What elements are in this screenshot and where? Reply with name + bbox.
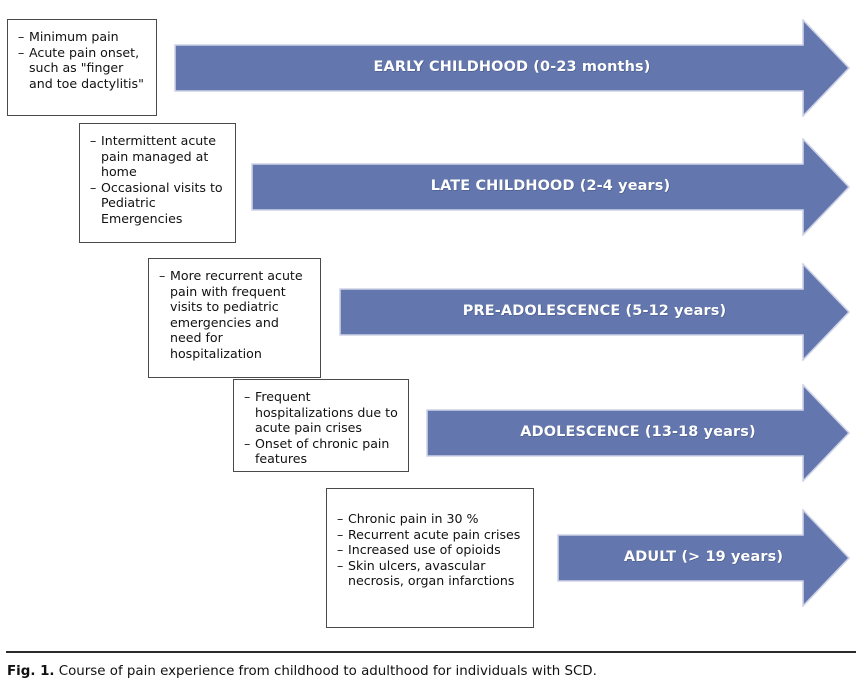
list-item: Occasional visits to Pediatric Emergenci…: [90, 180, 226, 227]
textbox-pre-adolescence: More recurrent acute pain with frequent …: [148, 258, 321, 378]
list-item: Intermittent acute pain managed at home: [90, 133, 226, 180]
list-item: Increased use of opioids: [337, 542, 524, 558]
textbox-adult: Chronic pain in 30 % Recurrent acute pai…: [326, 488, 534, 628]
list-item: Acute pain onset, such as "finger and to…: [18, 45, 147, 92]
arrow-late-childhood: LATE CHILDHOOD (2-4 years): [251, 138, 850, 236]
arrow-adolescence: ADOLESCENCE (13-18 years): [426, 384, 850, 482]
list-item: Frequent hospitalizations due to acute p…: [244, 389, 399, 436]
figure-caption: Fig. 1. Course of pain experience from c…: [7, 663, 855, 680]
textbox-late-childhood: Intermittent acute pain managed at home …: [79, 123, 236, 243]
list-item: Skin ulcers, avascular necrosis, organ i…: [337, 558, 524, 589]
textbox-adolescence: Frequent hospitalizations due to acute p…: [233, 379, 409, 472]
list-item: More recurrent acute pain with frequent …: [159, 268, 311, 362]
diagram-canvas: EARLY CHILDHOOD (0-23 months) Minimum pa…: [0, 0, 862, 640]
textbox-late-childhood-list: Intermittent acute pain managed at home …: [90, 133, 226, 227]
list-item: Chronic pain in 30 %: [337, 511, 524, 527]
textbox-pre-adolescence-list: More recurrent acute pain with frequent …: [159, 268, 311, 362]
textbox-adult-list: Chronic pain in 30 % Recurrent acute pai…: [337, 511, 524, 589]
arrow-pre-adolescence: PRE-ADOLESCENCE (5-12 years): [339, 263, 850, 361]
textbox-early-childhood-list: Minimum pain Acute pain onset, such as "…: [18, 29, 147, 91]
figure-number: Fig. 1.: [7, 664, 55, 679]
list-item: Minimum pain: [18, 29, 147, 45]
textbox-early-childhood: Minimum pain Acute pain onset, such as "…: [7, 19, 157, 116]
arrow-early-childhood: EARLY CHILDHOOD (0-23 months): [174, 19, 850, 117]
textbox-adolescence-list: Frequent hospitalizations due to acute p…: [244, 389, 399, 467]
caption-divider: [6, 651, 856, 653]
list-item: Recurrent acute pain crises: [337, 527, 524, 543]
list-item: Onset of chronic pain features: [244, 436, 399, 467]
figure-caption-text: Course of pain experience from childhood…: [58, 664, 597, 679]
arrow-adult: ADULT (> 19 years): [557, 509, 850, 607]
